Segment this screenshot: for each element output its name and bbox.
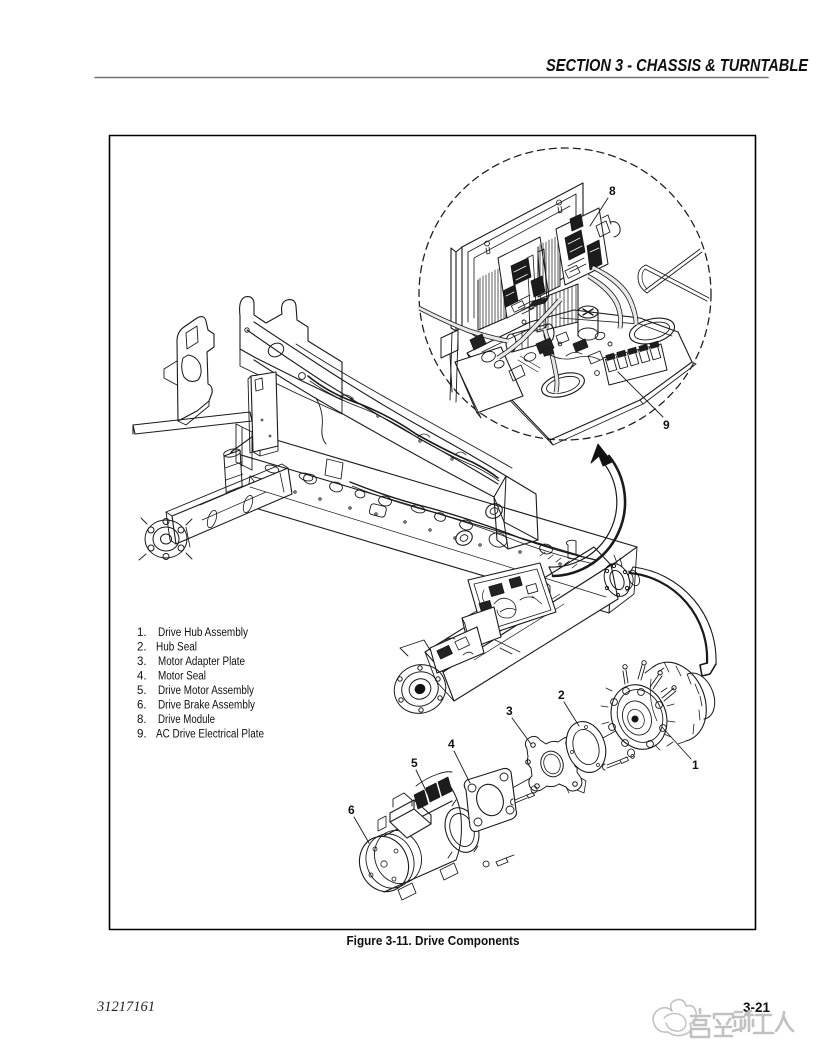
svg-text:8: 8 — [609, 184, 616, 198]
svg-text:1: 1 — [692, 758, 699, 772]
svg-text:Drive Module: Drive Module — [158, 714, 215, 726]
svg-text:8.: 8. — [137, 714, 147, 726]
svg-text:1.: 1. — [137, 627, 147, 639]
svg-text:Motor Seal: Motor Seal — [158, 671, 206, 683]
svg-text:9: 9 — [663, 418, 670, 432]
svg-text:AC Drive Electrical Plate: AC Drive Electrical Plate — [156, 729, 264, 741]
svg-text:Motor Adapter Plate: Motor Adapter Plate — [158, 656, 245, 668]
svg-text:Figure 3-11. Drive Components: Figure 3-11. Drive Components — [347, 934, 520, 948]
svg-text:6: 6 — [348, 803, 355, 817]
svg-text:31217161: 31217161 — [96, 999, 155, 1015]
svg-text:3.: 3. — [137, 656, 147, 668]
svg-text:2: 2 — [558, 688, 565, 702]
svg-text:Drive Brake Assembly: Drive Brake Assembly — [158, 700, 255, 712]
svg-text:9.: 9. — [137, 729, 147, 741]
svg-text:3: 3 — [506, 704, 513, 718]
svg-text:5.: 5. — [137, 685, 147, 697]
svg-text:4: 4 — [448, 737, 455, 751]
svg-text:Drive Motor Assembly: Drive Motor Assembly — [158, 685, 254, 697]
svg-text:Drive Hub Assembly: Drive Hub Assembly — [158, 627, 248, 639]
svg-text:6.: 6. — [137, 700, 147, 712]
svg-text:5: 5 — [411, 756, 418, 770]
svg-text:2.: 2. — [137, 642, 147, 654]
svg-text:SECTION 3 - CHASSIS & TURNTABL: SECTION 3 - CHASSIS & TURNTABLE — [546, 55, 809, 75]
svg-text:Hub Seal: Hub Seal — [156, 642, 197, 654]
svg-text:4.: 4. — [137, 671, 147, 683]
